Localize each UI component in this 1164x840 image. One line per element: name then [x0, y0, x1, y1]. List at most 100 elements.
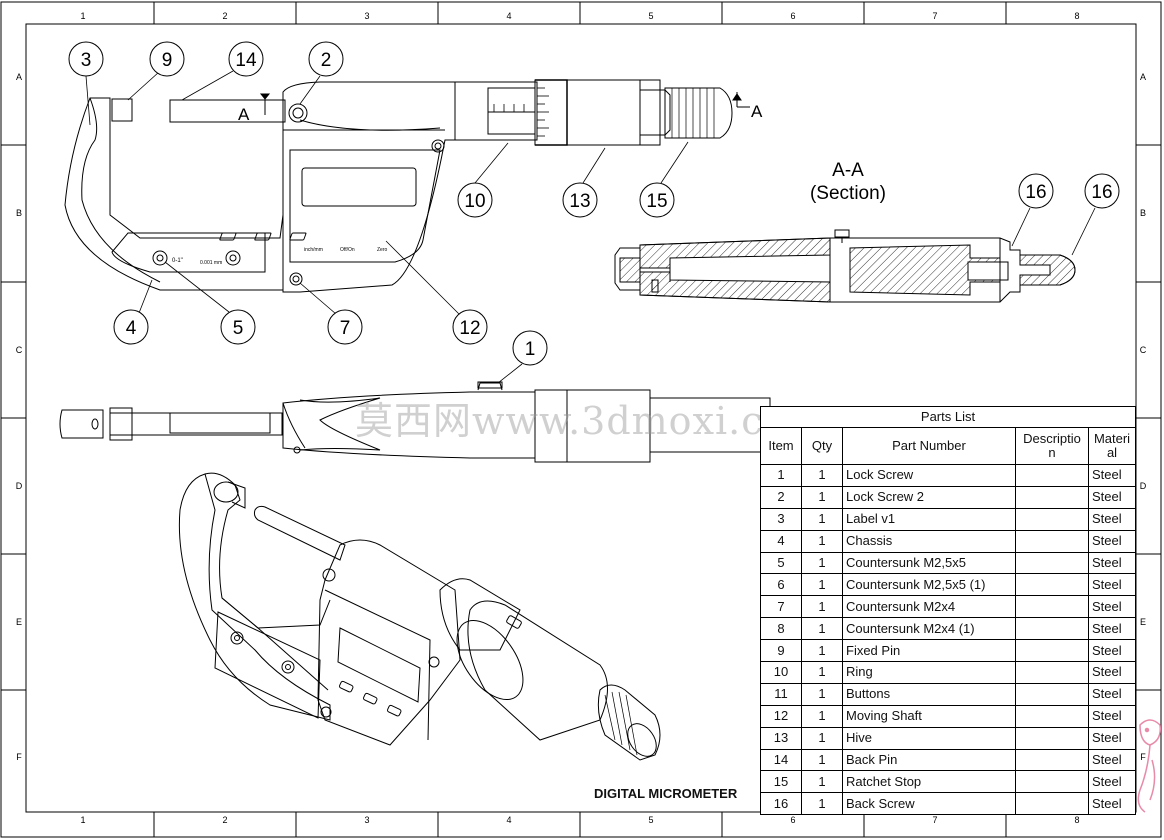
cell-part-number: Ratchet Stop: [842, 770, 1016, 794]
sleeve: [454, 81, 538, 141]
svg-text:3: 3: [81, 50, 92, 71]
cell-part-number: Lock Screw 2: [842, 485, 1016, 509]
cell-material: Steel: [1088, 617, 1136, 641]
top-view: [59, 381, 771, 463]
resolution-label: 0.001 mm: [200, 260, 222, 266]
col-label-bottom-4: 4: [506, 815, 511, 825]
cell-qty: 1: [801, 661, 843, 684]
cell-description: [1015, 485, 1089, 509]
cell-qty: 1: [801, 726, 843, 750]
cell-description: [1015, 595, 1089, 619]
section-title: A-A (Section): [810, 160, 886, 204]
cell-part-number: Countersunk M2x4: [842, 595, 1016, 619]
cell-material: Steel: [1088, 726, 1136, 750]
cell-material: Steel: [1088, 529, 1136, 553]
section-cut-right: A: [751, 102, 763, 121]
svg-text:4: 4: [126, 318, 137, 339]
cell-item: 4: [760, 529, 802, 553]
cell-item: 11: [760, 682, 802, 706]
cell-qty: 1: [801, 529, 843, 553]
iso-frame-inner: [204, 472, 331, 629]
cell-part-number: Chassis: [842, 529, 1016, 553]
cell-description: [1015, 704, 1089, 728]
section-markers: A A: [238, 102, 763, 124]
section-spindle-hatch: [619, 257, 641, 283]
callout-4: 3: [68, 41, 104, 77]
svg-text:13: 13: [569, 191, 590, 212]
cell-description: [1015, 748, 1089, 772]
row-label-right-a: A: [1140, 72, 1146, 82]
drawing-title: DIGITAL MICROMETER: [594, 786, 738, 801]
cell-material: Steel: [1088, 485, 1136, 509]
row-label-right-d: D: [1140, 481, 1147, 491]
header-description: Descriptio n: [1015, 427, 1089, 465]
row-label-left-b: B: [16, 208, 22, 218]
thimble-ticks: [493, 87, 549, 137]
callout-12: 14: [228, 41, 264, 77]
leader-lines: [85, 70, 1096, 384]
cell-material: Steel: [1088, 704, 1136, 728]
col-label-bottom-3: 3: [364, 815, 369, 825]
device-labels: 0-1" 0.001 mm inch/mm Off/On Zero: [172, 247, 388, 266]
cell-item: 8: [760, 617, 802, 641]
col-label-bottom-6: 6: [790, 815, 795, 825]
row-label-left-c: C: [16, 345, 23, 355]
button-label-power: Off/On: [340, 247, 355, 253]
cell-material: Steel: [1088, 661, 1136, 684]
col-label-top-5: 5: [648, 11, 653, 21]
cell-part-number: Back Screw: [842, 792, 1016, 816]
cell-material: Steel: [1088, 595, 1136, 619]
cell-qty: 1: [801, 770, 843, 794]
cell-material: Steel: [1088, 792, 1136, 816]
cell-item: 7: [760, 595, 802, 619]
row-label-right-b: B: [1140, 208, 1146, 218]
col-label-bottom-8: 8: [1074, 815, 1079, 825]
cell-part-number: Moving Shaft: [842, 704, 1016, 728]
mascot-graphic: [1137, 719, 1162, 813]
cell-part-number: Countersunk M2,5x5: [842, 551, 1016, 575]
cell-material: Steel: [1088, 682, 1136, 706]
cell-item: 3: [760, 507, 802, 531]
row-label-left-a: A: [16, 72, 22, 82]
col-label-top-3: 3: [364, 11, 369, 21]
row-label-left-d: D: [16, 481, 23, 491]
section-view: [614, 229, 1076, 303]
lcd-bezel: [289, 149, 441, 263]
cell-description: [1015, 661, 1089, 684]
range-label: 0-1": [172, 258, 183, 264]
callout-balloons: 3 9 14 2 10 13 15 4 5 7 12 16 16 1: [68, 41, 1120, 366]
col-label-top-4: 4: [506, 11, 511, 21]
col-label-bottom-2: 2: [222, 815, 227, 825]
iso-lcd: [337, 627, 421, 703]
fixed-anvil: [111, 98, 133, 122]
cell-item: 13: [760, 726, 802, 750]
cell-description: [1015, 551, 1089, 575]
cell-description: [1015, 792, 1089, 816]
callout-9: 9: [149, 41, 185, 77]
callout-5: 5: [220, 309, 256, 345]
cell-qty: 1: [801, 682, 843, 706]
cell-description: [1015, 639, 1089, 663]
cell-description: [1015, 573, 1089, 597]
spindle: [169, 99, 286, 123]
cell-material: Steel: [1088, 464, 1136, 487]
cell-item: 9: [760, 639, 802, 663]
callout-2: 2: [308, 41, 344, 77]
iso-sleeve: [439, 578, 521, 651]
parts-list-table: Parts List Item Qty Part Number Descript…: [760, 406, 1136, 816]
cell-material: Steel: [1088, 639, 1136, 663]
callout-13: 13: [562, 182, 598, 218]
frame-labels: 1 2 3 4 5 6 7 8 1 2 3 4 5 6 7 8 A B C D …: [16, 11, 1147, 825]
cell-item: 12: [760, 704, 802, 728]
cell-description: [1015, 507, 1089, 531]
